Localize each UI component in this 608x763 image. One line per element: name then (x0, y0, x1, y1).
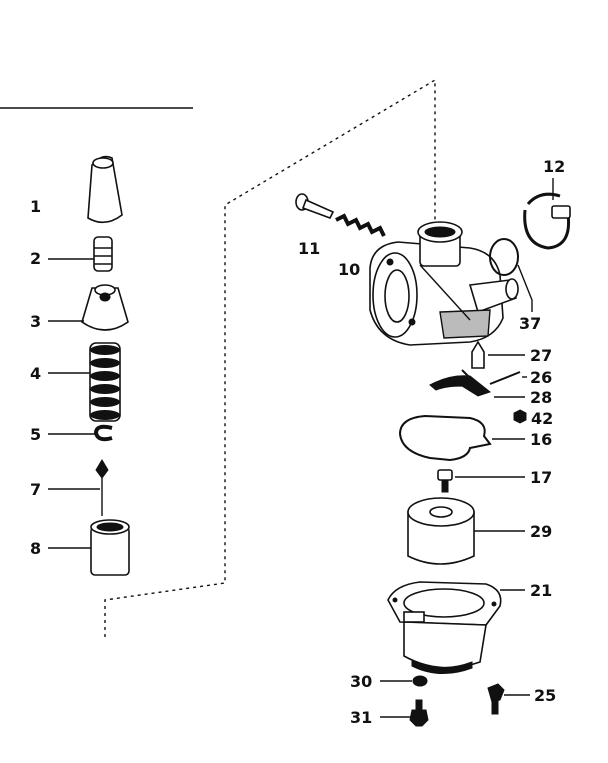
part-10-carburetor-body (369, 221, 519, 346)
part-31-bolt (409, 699, 429, 727)
label-28: 28 (530, 388, 552, 407)
part-11-screw (295, 193, 335, 219)
label-31: 31 (350, 708, 372, 727)
part-2-plug (93, 236, 113, 272)
label-37: 37 (519, 314, 541, 333)
label-1: 1 (30, 197, 41, 216)
label-11: 11 (298, 239, 320, 258)
part-29-float (407, 497, 475, 565)
label-10: 10 (338, 260, 360, 279)
part-5-clip (93, 424, 113, 442)
part-4-spring (89, 342, 121, 422)
label-2: 2 (30, 249, 41, 268)
part-30-washer (412, 675, 428, 687)
part-25-screw (487, 683, 505, 715)
part-28-float-arm (429, 369, 492, 397)
label-16: 16 (530, 430, 552, 449)
label-30: 30 (350, 672, 372, 691)
label-26: 26 (530, 368, 552, 387)
part-16-gasket (398, 414, 492, 462)
label-27: 27 (530, 346, 552, 365)
part-37-o-ring (489, 238, 519, 276)
label-12: 12 (543, 157, 565, 176)
label-7: 7 (30, 480, 41, 499)
assembly-boundary-line (104, 78, 436, 637)
label-29: 29 (530, 522, 552, 541)
part-3-nut (81, 284, 129, 331)
part-27-float-needle (471, 340, 485, 369)
part-11-spring (335, 213, 386, 237)
label-4: 4 (30, 364, 41, 383)
part-8-sleeve (90, 519, 130, 576)
label-3: 3 (30, 312, 41, 331)
part-7-needle (95, 459, 109, 516)
part-12-clamp (523, 192, 571, 250)
label-8: 8 (30, 539, 41, 558)
part-1-cap (87, 155, 123, 224)
label-25: 25 (534, 686, 556, 705)
part-26-pin (489, 371, 521, 385)
part-17-screw (437, 469, 453, 493)
label-42: 42 (531, 409, 553, 428)
part-42-small-nut (513, 409, 527, 424)
part-21-float-bowl (387, 581, 502, 674)
label-21: 21 (530, 581, 552, 600)
label-17: 17 (530, 468, 552, 487)
label-5: 5 (30, 425, 41, 444)
